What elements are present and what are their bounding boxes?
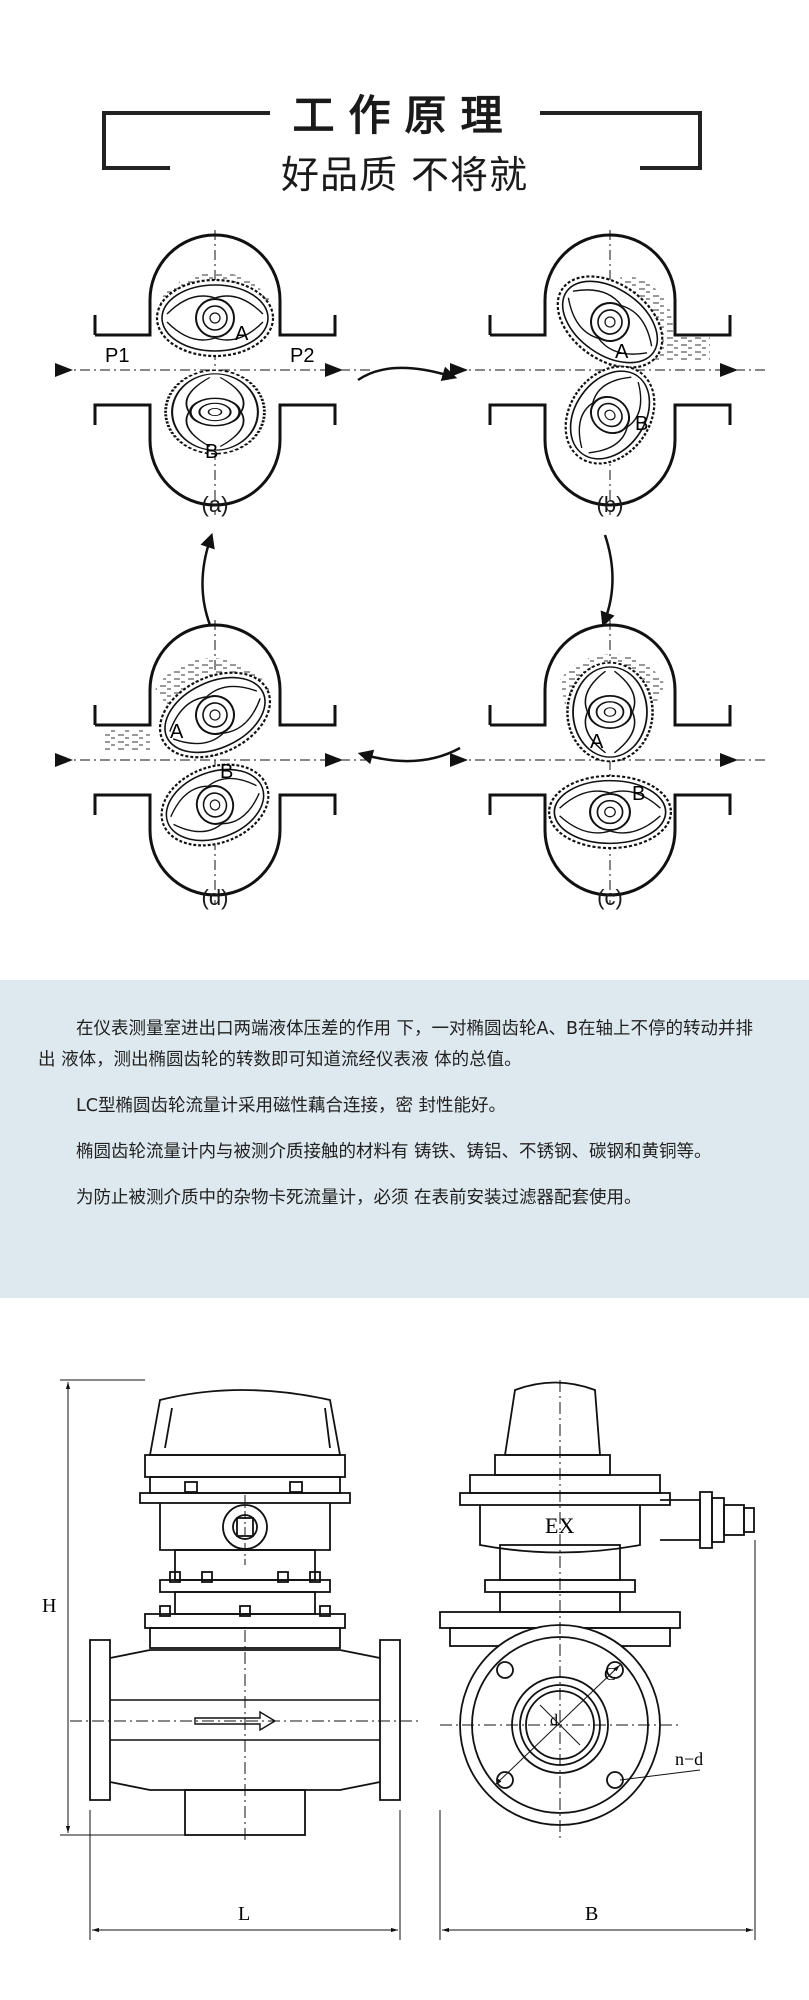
description-panel: 在仪表测量室进出口两端液体压差的作用 下，一对椭圆齿轮A、B在轴上不停的转动并排… <box>0 980 809 1298</box>
description-paragraph: 在仪表测量室进出口两端液体压差的作用 下，一对椭圆齿轮A、B在轴上不停的转动并排… <box>38 1019 754 1070</box>
page-subtitle: 好品质 不将就 <box>280 153 529 197</box>
gear-b-label: B <box>205 441 218 463</box>
caption-b: (b) <box>596 492 624 517</box>
page-title: 工作原理 <box>292 91 517 140</box>
gear-a-label-b: A <box>615 341 629 363</box>
stage-a: P1 P2 A B <box>55 228 372 517</box>
ex-mark-label: EX <box>545 1513 574 1538</box>
stage-d: A B <box>55 618 372 907</box>
caption-c: (c) <box>597 885 623 910</box>
stage-b: A B <box>450 228 767 517</box>
dimension-svg: H L B EX C d n−d <box>42 1379 756 1940</box>
header-frame <box>102 111 702 170</box>
description-paragraph: 为防止被测介质中的杂物卡死流量计，必须 在表前安装过滤器配套使用。 <box>76 1188 642 1208</box>
description-paragraph: 椭圆齿轮流量计内与被测介质接触的材料有 铸铁、铸铝、不锈钢、碳钢和黄铜等。 <box>76 1142 712 1162</box>
stage-c: A B <box>450 618 767 907</box>
principle-svg: P1 P2 A B A B A B <box>55 228 767 907</box>
caption-a: (a) <box>201 492 229 517</box>
caption-d: (d) <box>201 885 229 910</box>
gear-b-label-c: B <box>632 783 645 805</box>
gear-a-label-d: A <box>170 721 184 743</box>
dim-d-label: d <box>550 1712 558 1729</box>
gear-b-label-d: B <box>220 761 233 783</box>
gear-b-label-b: B <box>635 413 648 435</box>
gear-a-label-c: A <box>590 731 604 753</box>
side-view <box>439 1380 755 1840</box>
dim-c-label: C <box>604 1664 616 1684</box>
section-header: 工作原理 好品质 不将就 <box>0 0 809 200</box>
dim-nd-label: n−d <box>675 1749 703 1769</box>
dim-l-label: L <box>238 1903 250 1925</box>
working-principle-diagrams: P1 P2 A B A B A B <box>0 200 809 970</box>
dim-b-label: B <box>585 1903 598 1925</box>
dim-h-label: H <box>42 1595 56 1617</box>
flow-arrow-d-to-a <box>200 532 215 626</box>
flow-arrow-c-to-d <box>357 746 461 765</box>
gear-a-label: A <box>235 323 249 345</box>
dimension-drawing: H L B EX C d n−d <box>0 1340 809 2000</box>
port-p1-label: P1 <box>105 345 129 367</box>
port-p2-label: P2 <box>290 345 314 367</box>
flow-arrow-b-to-c <box>600 534 615 628</box>
description-paragraph: LC型椭圆齿轮流量计采用磁性藕合连接，密 封性能好。 <box>76 1096 507 1116</box>
front-view <box>70 1389 420 1840</box>
flow-arrow-a-to-b <box>357 366 458 382</box>
